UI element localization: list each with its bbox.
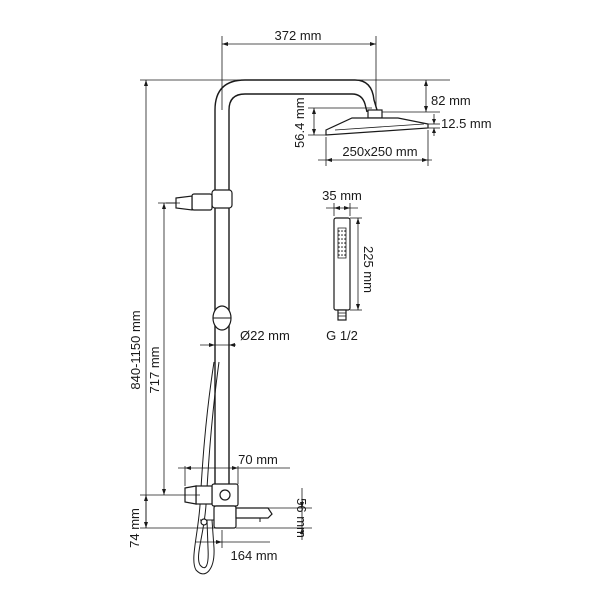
- label-head-thickness: 12.5 mm: [441, 116, 492, 131]
- label-handshower-length: 225 mm: [361, 246, 376, 293]
- label-spout-height: 56 mm: [294, 498, 309, 538]
- shower-hose: [193, 361, 220, 575]
- dimension-lines: [140, 36, 450, 548]
- label-spout-length: 164 mm: [231, 548, 278, 563]
- label-total-height: 840-1150 mm: [128, 310, 143, 389]
- label-handshower-thread: G 1/2: [326, 328, 358, 343]
- label-head-size: 250x250 mm: [342, 144, 417, 159]
- label-mixer-depth: 70 mm: [238, 452, 278, 467]
- label-arm-length: 372 mm: [275, 28, 322, 43]
- thermostatic-mixer: [184, 483, 273, 529]
- label-rail-diameter: Ø22 mm: [240, 328, 290, 343]
- label-head-height: 56.4 mm: [292, 97, 307, 148]
- label-handshower-width: 35 mm: [322, 188, 362, 203]
- hand-shower: [333, 217, 351, 321]
- label-mixer-base-height: 74 mm: [127, 508, 142, 548]
- label-holder-height: 717 mm: [147, 347, 162, 394]
- dimension-labels: 372 mm 82 mm 12.5 mm 56.4 mm 250x250 mm …: [127, 28, 492, 563]
- label-head-drop: 82 mm: [431, 93, 471, 108]
- upper-handshower-holder: [166, 189, 233, 211]
- riser-slider: [212, 305, 232, 331]
